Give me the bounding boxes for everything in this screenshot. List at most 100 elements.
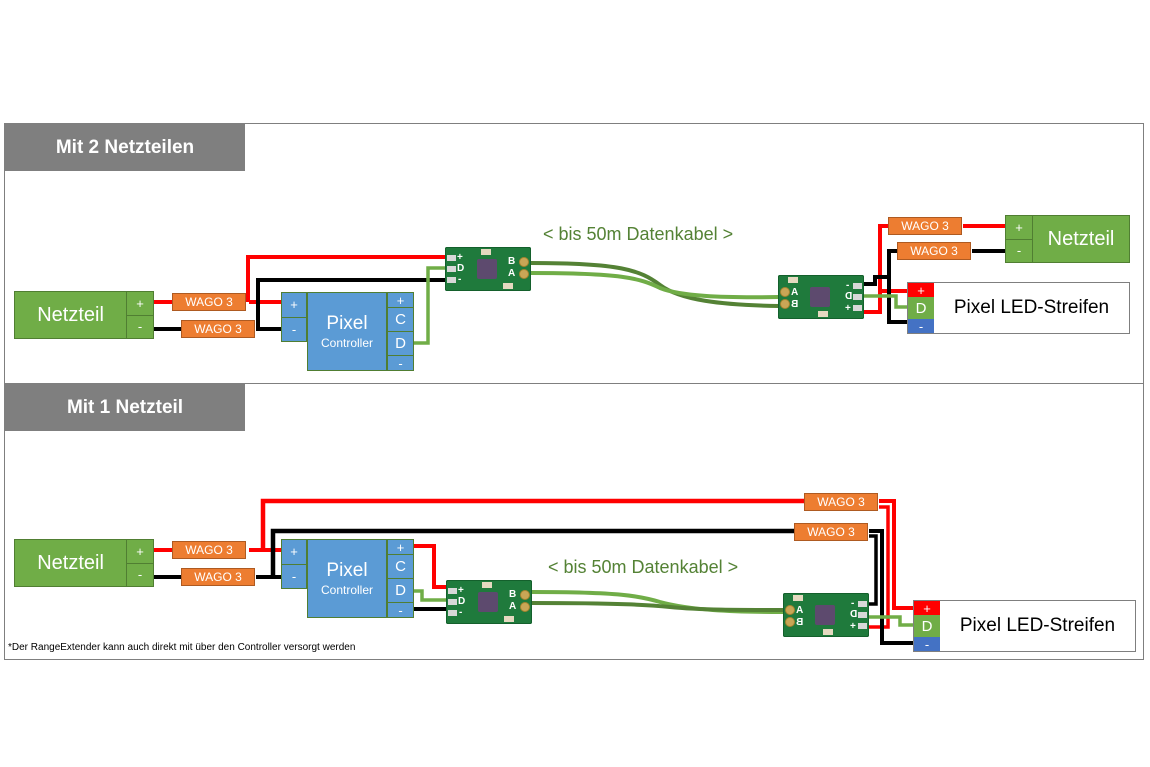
controller-output-plus: + (388, 540, 413, 555)
terminal-plus: + (127, 540, 153, 564)
led-terminal-plus: + (908, 283, 934, 298)
data-cable-label: < bis 50m Datenkabel > (548, 557, 739, 577)
wire-red-to-tx-plus (246, 255, 447, 302)
power-supply-terminals: + - (126, 292, 153, 338)
wire-black-rx-minus (868, 534, 878, 606)
led-strip-label: Pixel LED-Streifen (959, 615, 1116, 636)
footnote: *Der RangeExtender kann auch direkt mit … (8, 642, 356, 653)
rx-pin-b: B (791, 299, 799, 310)
controller-output-plus: + (388, 293, 413, 308)
rx-pin-plus: + (845, 303, 851, 314)
data-cable-b (530, 261, 780, 308)
controller-output-minus: - (398, 602, 403, 618)
rx-pin-a: A (791, 287, 799, 298)
section-divider (4, 383, 1144, 384)
controller-output-minus: - (398, 355, 403, 371)
tx-pin-plus: + (457, 252, 463, 263)
wago-connector: WAGO 3 (897, 242, 971, 260)
rx-pin-minus: - (846, 280, 850, 291)
wago-connector: WAGO 3 (172, 293, 246, 311)
chip-icon (478, 592, 498, 612)
wire-red-rx-to-wago (864, 224, 889, 314)
led-terminal-data: D (908, 297, 934, 319)
power-supply-label: Netzteil (37, 551, 104, 574)
controller-output-data: D (388, 579, 413, 603)
tx-pin-plus: + (458, 585, 464, 596)
diagram-frame (4, 123, 1144, 660)
wire-red-wago-to-strip (879, 499, 913, 610)
rx-pin-minus: - (851, 598, 855, 609)
section-title: Mit 1 Netzteil (5, 384, 245, 431)
data-cable-a (530, 271, 780, 300)
controller-output-clock: C (388, 555, 413, 579)
wire-black-to-tx-minus (256, 278, 447, 329)
wire-red-ctrl-to-tx (413, 544, 447, 589)
rx-pin-a: A (796, 605, 804, 616)
wire-data-ctrl-to-tx (413, 589, 447, 602)
wire-black-long-run (270, 528, 795, 577)
wire-data-ctrl-to-tx (414, 266, 447, 345)
data-cable-label: < bis 50m Datenkabel > (543, 224, 734, 244)
controller-input-plus: + (282, 540, 306, 565)
tx-pin-a: A (509, 601, 517, 612)
pixel-controller: Pixel Controller (307, 292, 387, 371)
terminal-plus: + (127, 292, 153, 316)
rx-pin-b: B (796, 617, 804, 628)
rx-pin-data: D (850, 609, 858, 620)
tx-pin-data: D (457, 263, 465, 274)
chip-icon (815, 605, 835, 625)
led-strip-label: Pixel LED-Streifen (953, 297, 1110, 318)
led-strip: + D - Pixel LED-Streifen (913, 600, 1136, 652)
tx-pin-data: D (458, 596, 466, 607)
tx-pin-minus: - (458, 274, 462, 285)
wago-connector: WAGO 3 (181, 568, 255, 586)
power-supply-label: Netzteil (1047, 227, 1115, 250)
wire-red-rx-plus (868, 505, 890, 629)
chip-icon (810, 287, 830, 307)
wire-data-rx-to-strip (868, 615, 913, 627)
led-strip-terminals: + D - (914, 601, 940, 652)
data-cable-a (531, 601, 784, 612)
power-supply-label: Netzteil (37, 303, 104, 326)
range-extender-transmitter: + D - B A (446, 580, 532, 624)
controller-input-minus: - (291, 321, 297, 337)
wago-connector: WAGO 3 (181, 320, 255, 338)
controller-output-clock: C (388, 308, 413, 332)
range-extender-transmitter: + D - B A (445, 247, 531, 291)
controller-outputs: + C D - (387, 539, 414, 618)
wago-connector: WAGO 3 (794, 523, 868, 541)
tx-pin-minus: - (459, 607, 463, 618)
controller-input-plus: + (282, 293, 306, 318)
power-supply-terminals: + - (126, 540, 153, 586)
tx-pin-b: B (508, 256, 516, 267)
controller-outputs: + C D - (387, 292, 414, 371)
wire-data-rx-to-strip (864, 294, 907, 309)
power-supply-terminals: + - (1006, 216, 1033, 262)
wire-red-long-run (260, 498, 805, 550)
wire-black-rx-to-strip (887, 277, 907, 324)
tx-pin-b: B (509, 589, 517, 600)
led-terminal-data: D (914, 615, 940, 637)
section-title: Mit 2 Netzteilen (5, 124, 245, 171)
power-supply: Netzteil + - (14, 291, 154, 339)
controller-title: Pixel (326, 559, 368, 581)
led-terminal-minus: - (908, 319, 934, 334)
tx-pin-a: A (508, 268, 516, 279)
controller-title: Pixel (326, 312, 368, 334)
rx-pin-plus: + (850, 621, 856, 632)
rx-pin-data: D (845, 291, 853, 302)
terminal-minus: - (1016, 243, 1022, 259)
range-extender-receiver: A B - D + (783, 593, 869, 637)
controller-subtitle: Controller (320, 335, 374, 350)
controller-subtitle: Controller (320, 582, 374, 597)
wago-connector: WAGO 3 (804, 493, 878, 511)
led-terminal-plus: + (914, 601, 940, 616)
remote-power-supply: + - Netzteil (1005, 215, 1130, 263)
controller-power-input: + - (281, 292, 307, 342)
controller-output-data: D (388, 332, 413, 356)
wire-black-rx-to-wago (864, 249, 898, 286)
wago-connector: WAGO 3 (888, 217, 962, 235)
led-strip: + D - Pixel LED-Streifen (907, 282, 1130, 334)
pixel-controller: Pixel Controller (307, 539, 387, 618)
